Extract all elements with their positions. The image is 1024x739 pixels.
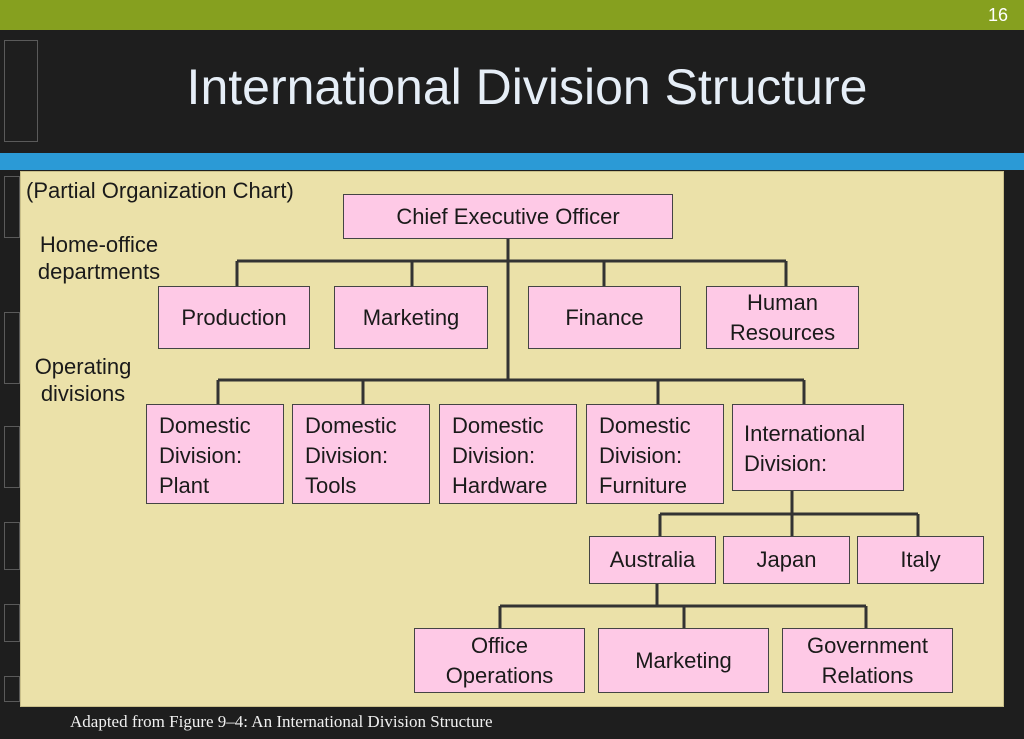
node-domestic-furniture: Domestic Division: Furniture	[586, 404, 724, 504]
node-domestic-tools: Domestic Division: Tools	[292, 404, 430, 504]
decor-frame	[4, 40, 38, 142]
slide-title: International Division Structure	[186, 59, 868, 115]
node-government-relations: Government Relations	[782, 628, 953, 693]
decor-frame	[4, 604, 20, 642]
figure-caption: Adapted from Figure 9–4: An Internationa…	[70, 712, 493, 731]
operating-divisions-label: Operating divisions	[34, 354, 132, 406]
decor-frame	[4, 522, 20, 570]
node-production: Production	[158, 286, 310, 349]
blue-band	[0, 153, 1024, 170]
node-finance: Finance	[528, 286, 681, 349]
decor-frame	[4, 676, 20, 702]
decor-frame	[4, 176, 20, 238]
partial-chart-label: (Partial Organization Chart)	[26, 178, 294, 203]
slide-number: 16	[987, 5, 1008, 25]
node-domestic-hardware: Domestic Division: Hardware	[439, 404, 577, 504]
node-international: International Division:	[732, 404, 904, 491]
node-human-resources: Human Resources	[706, 286, 859, 349]
node-marketing-australia: Marketing	[598, 628, 769, 693]
node-australia: Australia	[589, 536, 716, 584]
top-bar: 16	[0, 0, 1024, 30]
node-italy: Italy	[857, 536, 984, 584]
node-ceo: Chief Executive Officer	[343, 194, 673, 239]
decor-frame	[4, 312, 20, 384]
node-office-operations: Office Operations	[414, 628, 585, 693]
home-office-label: Home-office departments	[37, 232, 161, 284]
node-marketing: Marketing	[334, 286, 488, 349]
decor-frame	[4, 426, 20, 488]
node-domestic-plant: Domestic Division: Plant	[146, 404, 284, 504]
node-japan: Japan	[723, 536, 850, 584]
